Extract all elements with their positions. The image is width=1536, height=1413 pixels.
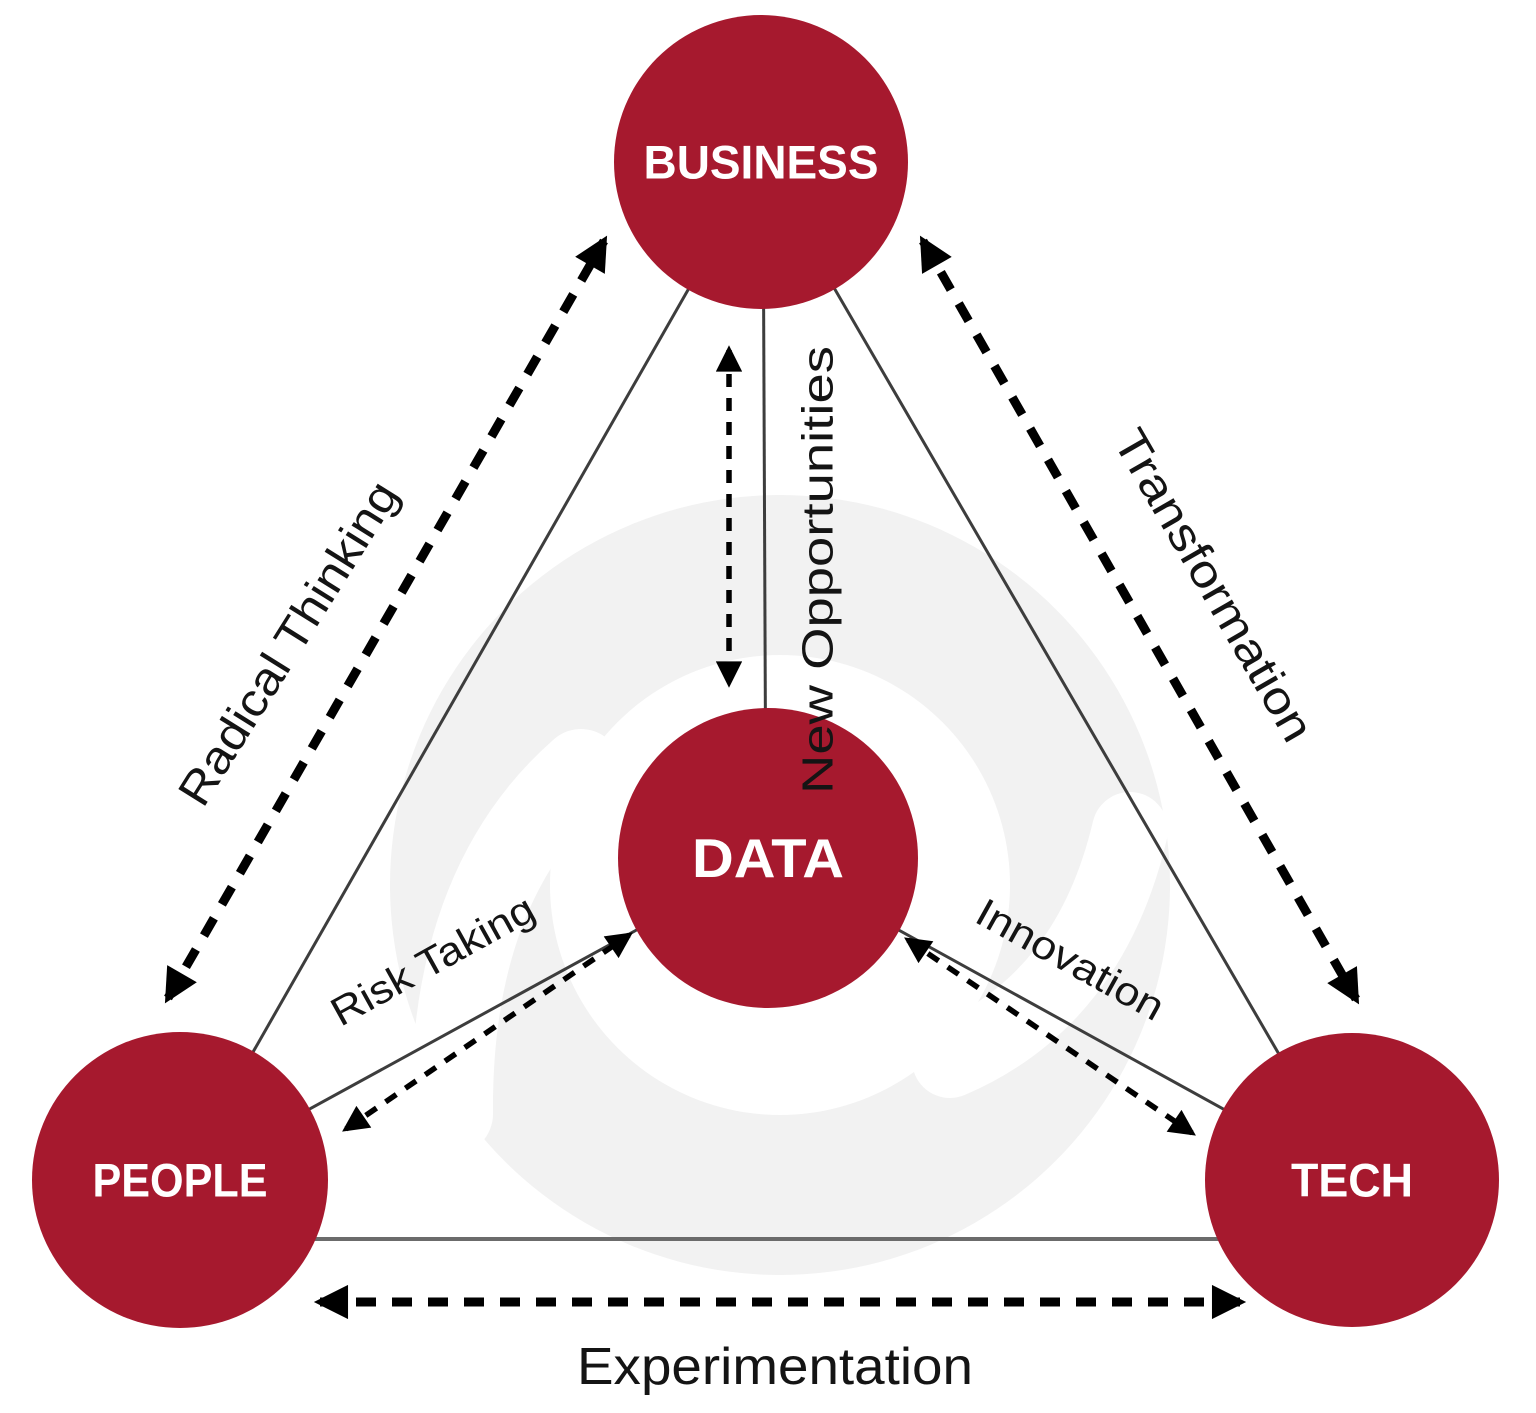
tech-node-label: TECH <box>1291 1154 1413 1207</box>
tech-node <box>1205 1033 1499 1327</box>
people-node-label: PEOPLE <box>93 1154 268 1207</box>
experimentation-label: Experimentation <box>577 1338 973 1396</box>
data-node-label: DATA <box>692 827 844 889</box>
innovation-arrow <box>904 937 1196 1136</box>
transformation-arrow <box>919 235 1360 1005</box>
business-node <box>614 15 908 309</box>
nodes: BUSINESS DATA PEOPLE TECH <box>32 15 1499 1328</box>
transformation-label: Transformation <box>1103 420 1324 751</box>
radical-thinking-arrow <box>164 235 608 1004</box>
new-opportunities-label: New Opportunities <box>794 346 843 794</box>
data-node <box>618 708 918 1008</box>
business-node-label: BUSINESS <box>644 136 879 189</box>
solid-connectors <box>178 161 1354 1241</box>
dashed-arrows <box>164 235 1360 1320</box>
people-node <box>32 1032 328 1328</box>
risk-taking-arrow <box>342 932 633 1132</box>
